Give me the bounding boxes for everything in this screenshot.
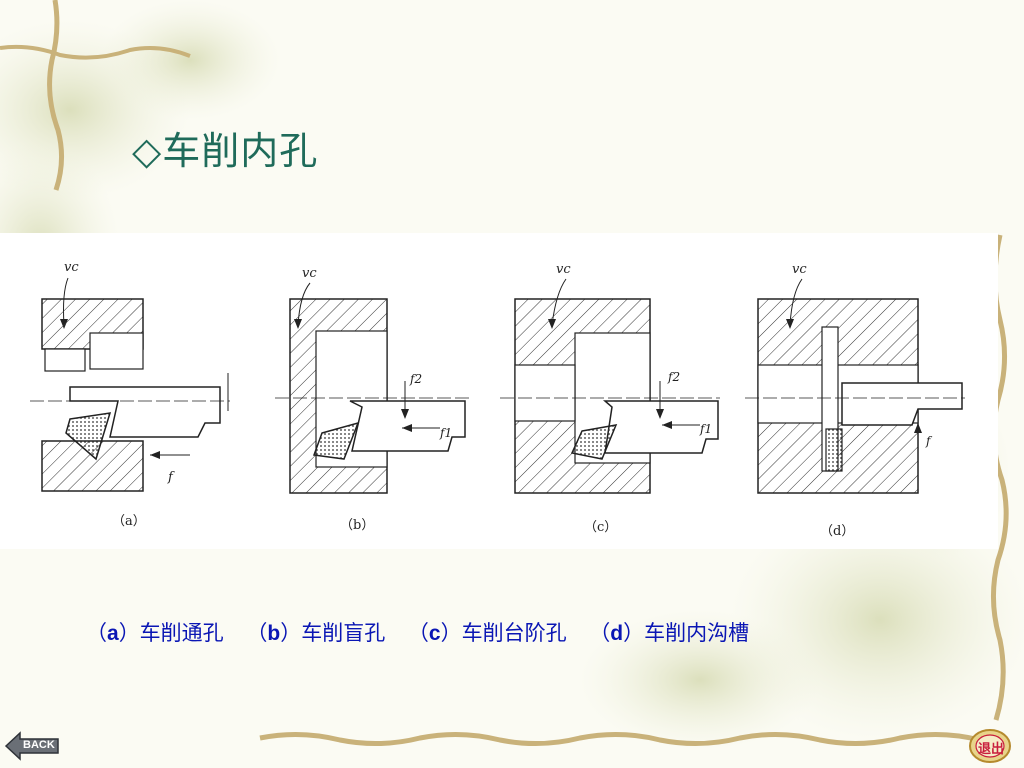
panel-b-feed-label-f2: f2 xyxy=(409,372,422,386)
panel-a-label: （a） xyxy=(112,514,146,529)
back-arrow-icon xyxy=(4,731,59,761)
caption-a-prefix: （ xyxy=(86,621,107,645)
panel-d-label: （d） xyxy=(820,524,854,539)
panel-b: vc f2 f1 （b） xyxy=(275,266,470,533)
slide-title: ◇车削内孔 xyxy=(132,129,319,173)
exit-seal-icon xyxy=(969,729,1011,763)
boring-operations-figure: vc f （a） vc xyxy=(30,260,965,539)
caption-c-prefix: （ xyxy=(407,621,429,645)
panel-c-label: （c） xyxy=(584,520,617,535)
panel-c-velocity-label: vc xyxy=(556,262,571,277)
panel-b-label: （b） xyxy=(340,518,374,533)
figure-captions: （a）车削通孔 （b）车削盲孔 （c）车削台阶孔 （d）车削内沟槽 xyxy=(86,617,765,647)
caption-c-letter: c xyxy=(428,622,441,645)
caption-c-text: ）车削台阶孔 xyxy=(440,621,567,645)
panel-a-velocity-label: vc xyxy=(64,260,79,275)
caption-d-text: ）车削内沟槽 xyxy=(623,621,750,645)
caption-b: （b）车削盲孔 xyxy=(246,621,385,645)
caption-d-prefix: （ xyxy=(589,621,611,645)
panel-a-feed-label: f xyxy=(167,470,175,485)
panel-c-feed-label-f1: f1 xyxy=(699,422,712,436)
back-label: BACK xyxy=(23,739,55,751)
panel-b-feed-label-f1: f1 xyxy=(439,426,452,440)
panel-d-feed-label: f xyxy=(925,434,933,448)
exit-label: 退出 xyxy=(978,742,1005,757)
caption-b-prefix: （ xyxy=(246,621,268,645)
caption-a: （a）车削通孔 xyxy=(86,621,224,645)
panel-d-velocity-label: vc xyxy=(792,262,807,277)
panel-b-velocity-label: vc xyxy=(302,266,317,281)
panel-c: vc f2 f1 （c） xyxy=(500,262,720,535)
caption-c: （c）车削台阶孔 xyxy=(408,621,567,645)
caption-b-letter: b xyxy=(267,622,281,645)
panel-d: vc f （d） xyxy=(745,262,965,539)
panel-c-feed-label-f2: f2 xyxy=(667,370,680,384)
caption-d: （d）车削内沟槽 xyxy=(589,621,749,645)
back-button[interactable]: BACK xyxy=(4,730,60,762)
exit-button[interactable]: 退出 xyxy=(968,728,1012,764)
panel-a: vc f （a） xyxy=(30,260,230,529)
figure-panel: vc f （a） vc xyxy=(0,233,998,549)
caption-a-letter: a xyxy=(107,622,119,645)
caption-b-text: ）车削盲孔 xyxy=(280,621,386,645)
caption-d-letter: d xyxy=(610,622,624,645)
caption-a-text: ）车削通孔 xyxy=(118,621,224,645)
